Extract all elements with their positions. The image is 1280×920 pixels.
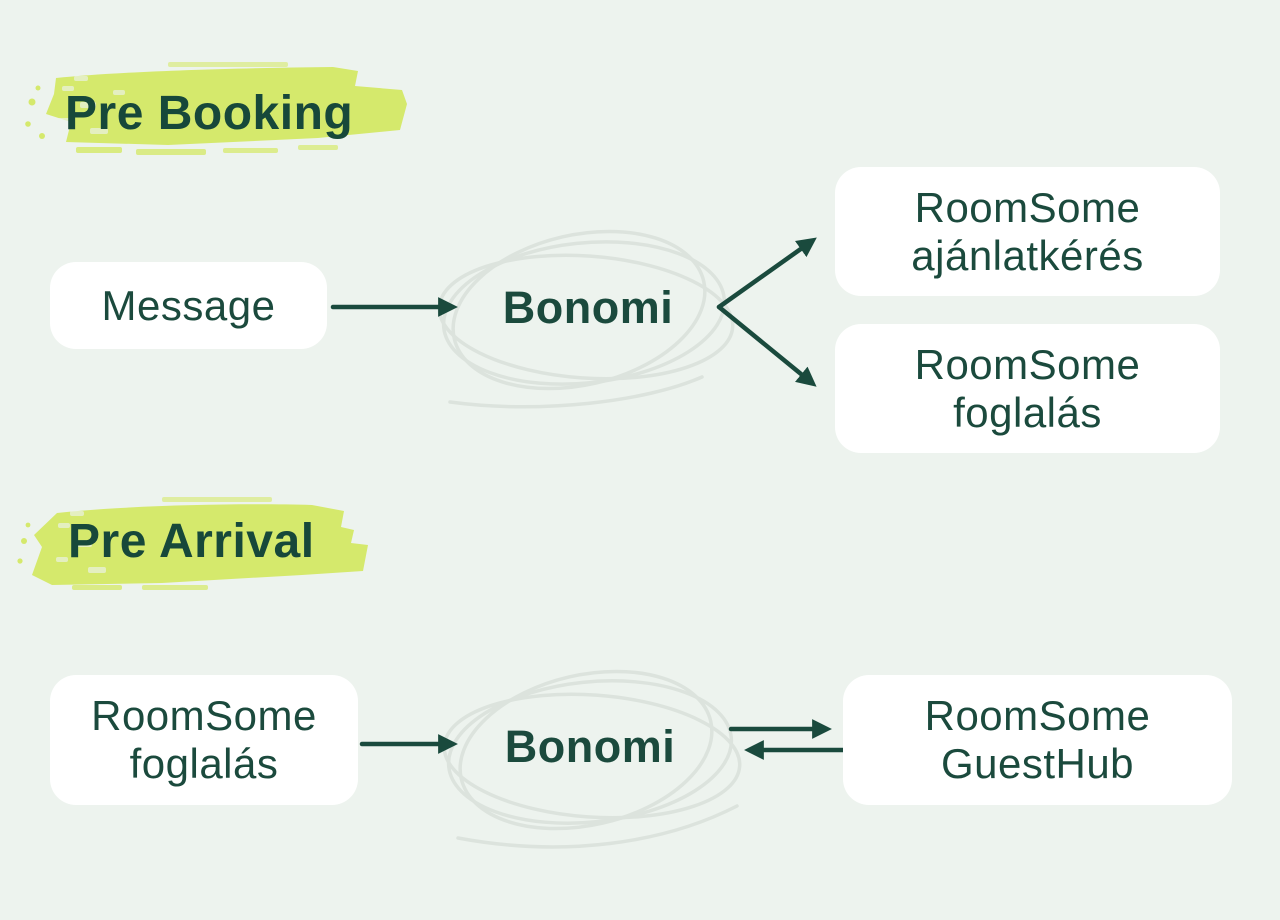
arrow-bonomi-to-ajanlatkeres [716,237,817,310]
roomsome-guesthub-node: RoomSome GuestHub [843,675,1232,805]
roomsome-ajanlatkeres-node: RoomSome ajánlatkérés [835,167,1220,296]
bonomi-hub-top: Bonomi [502,282,674,333]
pre-arrival-heading: Pre Arrival [68,515,315,568]
roomsome-foglalas-target-line1: RoomSome [914,340,1141,388]
message-node-label: Message [101,281,276,329]
roomsome-foglalas-target-node: RoomSome foglalás [835,324,1220,453]
arrow-bonomi-to-foglalas [716,304,817,387]
bonomi-sketch-circle-bottom [442,669,742,849]
roomsome-ajanlatkeres-line1: RoomSome [914,183,1141,231]
pre-booking-highlight-stroke [25,62,407,155]
roomsome-foglalas-source-line2: foglalás [129,740,279,787]
bonomi-hub-bottom: Bonomi [504,721,676,772]
roomsome-ajanlatkeres-line2: ajánlatkérés [911,231,1144,279]
roomsome-foglalas-target-line2: foglalás [953,388,1102,436]
roomsome-foglalas-source-line1: RoomSome [91,692,317,739]
roomsome-guesthub-line1: RoomSome [924,692,1151,739]
roomsome-guesthub-line2: GuestHub [940,740,1135,787]
message-node: Message [50,262,327,349]
roomsome-foglalas-source-node: RoomSome foglalás [50,675,358,805]
pre-booking-heading: Pre Booking [65,87,354,140]
pre-arrival-highlight-stroke [17,497,368,590]
